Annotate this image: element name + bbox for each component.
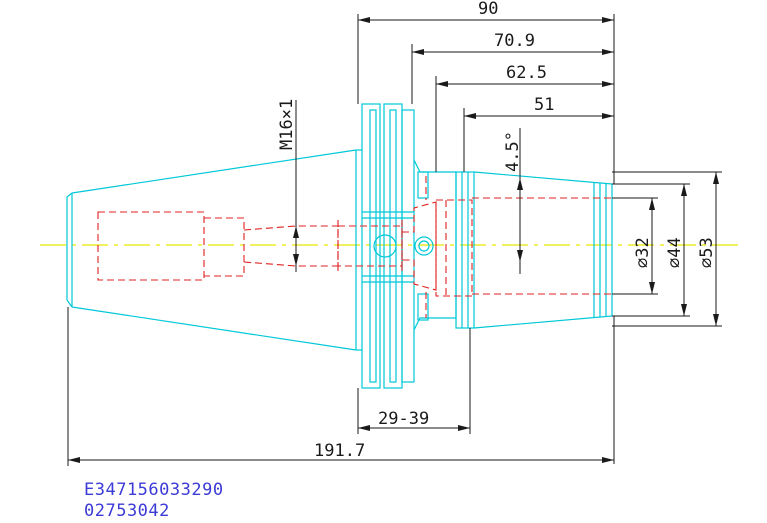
dim-angle: 4.5° — [503, 131, 523, 172]
holder-outline — [66, 103, 613, 389]
part-code-line2: 02753042 — [84, 501, 170, 521]
arrowheads — [68, 17, 719, 463]
part-code-line1: E347156033290 — [84, 480, 224, 500]
dim-51: 51 — [534, 95, 554, 115]
dim-dia44: ⌀44 — [665, 237, 685, 268]
dim-range: 29-39 — [378, 409, 429, 429]
dim-62-5: 62.5 — [506, 63, 547, 83]
dim-90: 90 — [478, 0, 498, 19]
dim-overall-length: 191.7 — [314, 441, 365, 461]
dimension-lines — [67, 14, 722, 466]
dim-dia53: ⌀53 — [697, 237, 717, 268]
dim-70-9: 70.9 — [494, 31, 535, 51]
part-codes: E347156033290 02753042 — [84, 480, 224, 522]
dim-thread: M16×1 — [277, 99, 297, 150]
hidden-lines — [97, 176, 652, 318]
dim-dia32: ⌀32 — [633, 237, 653, 268]
